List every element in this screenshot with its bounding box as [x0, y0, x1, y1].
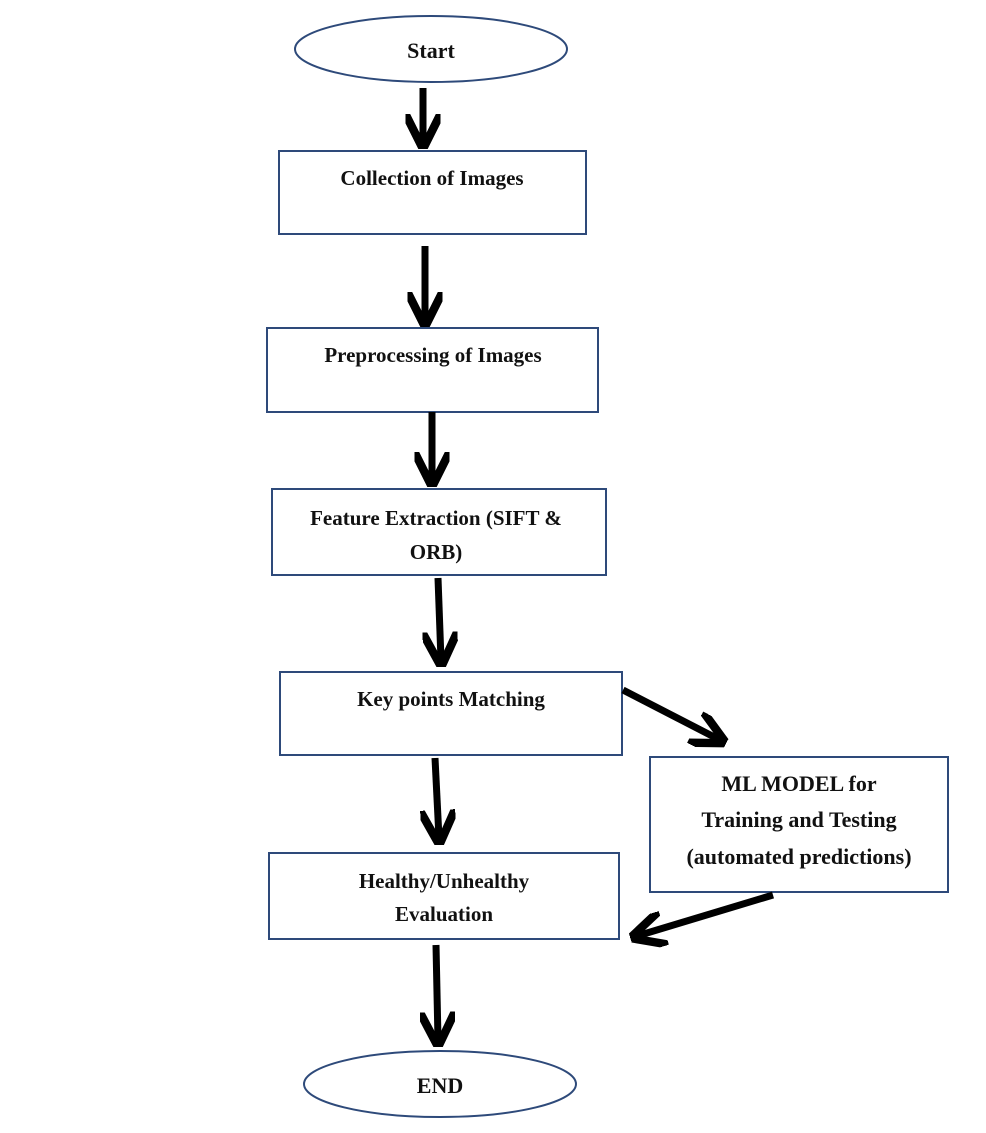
ml-label-line3: (automated predictions)	[686, 844, 911, 869]
end-label: END	[417, 1073, 463, 1098]
preprocessing-box	[266, 327, 599, 413]
preprocessing-label: Preprocessing of Images	[324, 343, 541, 367]
collection-label: Collection of Images	[340, 166, 523, 190]
start-terminal	[294, 15, 568, 83]
evaluation-label-line2: Evaluation	[395, 902, 493, 926]
end-terminal	[303, 1050, 577, 1118]
ml-label-line1: ML MODEL for	[721, 771, 876, 796]
ml-label-line2: Training and Testing	[701, 807, 896, 832]
evaluation-label-line1: Healthy/Unhealthy	[359, 869, 530, 893]
start-label: Start	[407, 38, 455, 63]
feature-label-line2: ORB)	[410, 540, 463, 564]
evaluation-box	[268, 852, 620, 940]
arrow-matching-to-evaluation	[435, 757, 439, 838]
arrow-evaluation-to-end	[436, 944, 438, 1040]
matching-box	[279, 671, 623, 756]
collection-box	[278, 150, 587, 235]
arrow-matching-to-ml	[621, 686, 720, 740]
arrow-ml-to-evaluation	[637, 891, 775, 936]
ml-model-box	[649, 756, 949, 893]
feature-extraction-box	[271, 488, 607, 576]
feature-label-line1: Feature Extraction (SIFT &	[310, 506, 562, 530]
matching-label: Key points Matching	[357, 687, 545, 711]
arrow-feature-to-matching	[438, 577, 441, 660]
